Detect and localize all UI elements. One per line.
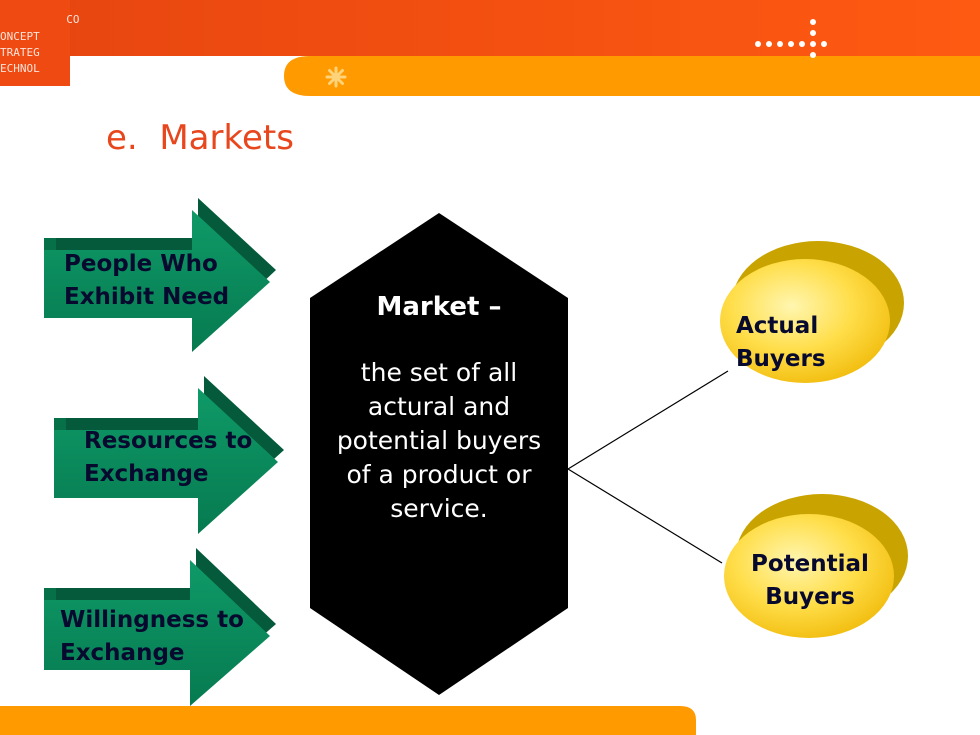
logo-line-4: ECHNOL xyxy=(0,62,40,75)
market-definition-line-5: service. xyxy=(390,494,488,523)
input-label-1-line-1: People Who xyxy=(64,251,218,277)
actual-buyers-line-1: Actual xyxy=(736,313,819,339)
potential-buyers-line-2: Buyers xyxy=(765,584,855,610)
input-label-3: Willingness to Exchange xyxy=(60,604,244,670)
market-definition-line-1: the set of all xyxy=(360,358,518,387)
dots-arrow-icon xyxy=(755,19,827,58)
header-bar xyxy=(0,0,980,56)
logo-line-1: CO xyxy=(0,13,80,26)
logo-line-2: ONCEPT xyxy=(0,30,40,43)
sparkle-icon xyxy=(325,66,347,88)
input-label-3-line-2: Exchange xyxy=(60,640,185,666)
input-label-2: Resources to Exchange xyxy=(84,425,252,491)
actual-buyers-line-2: Buyers xyxy=(736,346,826,372)
input-arrow-1 xyxy=(44,198,276,352)
market-definition-line-3: potential buyers xyxy=(336,426,542,455)
actual-buyers-label: Actual Buyers xyxy=(736,310,826,376)
input-label-2-line-2: Exchange xyxy=(84,461,209,487)
market-definition-line-4: of a product or xyxy=(346,460,532,489)
footer-bar xyxy=(0,706,696,735)
input-label-2-line-1: Resources to xyxy=(84,428,253,454)
market-definition: the set of all actural and potential buy… xyxy=(310,356,568,526)
header-accent-bar xyxy=(284,56,980,96)
connector-potential xyxy=(567,468,723,564)
input-label-1: People Who Exhibit Need xyxy=(64,248,229,314)
market-heading: Market – xyxy=(376,292,502,322)
connector-actual xyxy=(567,370,729,470)
input-label-3-line-1: Willingness to xyxy=(60,607,244,633)
potential-buyers-ellipse xyxy=(724,494,908,638)
potential-buyers-line-1: Potential xyxy=(751,551,869,577)
logo-line-3: TRATEG xyxy=(0,46,40,59)
input-label-1-line-2: Exhibit Need xyxy=(64,284,230,310)
slide-title: e. Markets xyxy=(106,118,294,158)
market-hexagon xyxy=(310,213,568,695)
potential-buyers-label: Potential Buyers xyxy=(744,548,876,614)
input-arrow-3 xyxy=(44,548,276,706)
input-arrow-2 xyxy=(54,376,284,534)
header-logo-box xyxy=(0,0,70,86)
actual-buyers-ellipse xyxy=(720,241,904,383)
market-definition-line-2: actural and xyxy=(367,392,511,421)
